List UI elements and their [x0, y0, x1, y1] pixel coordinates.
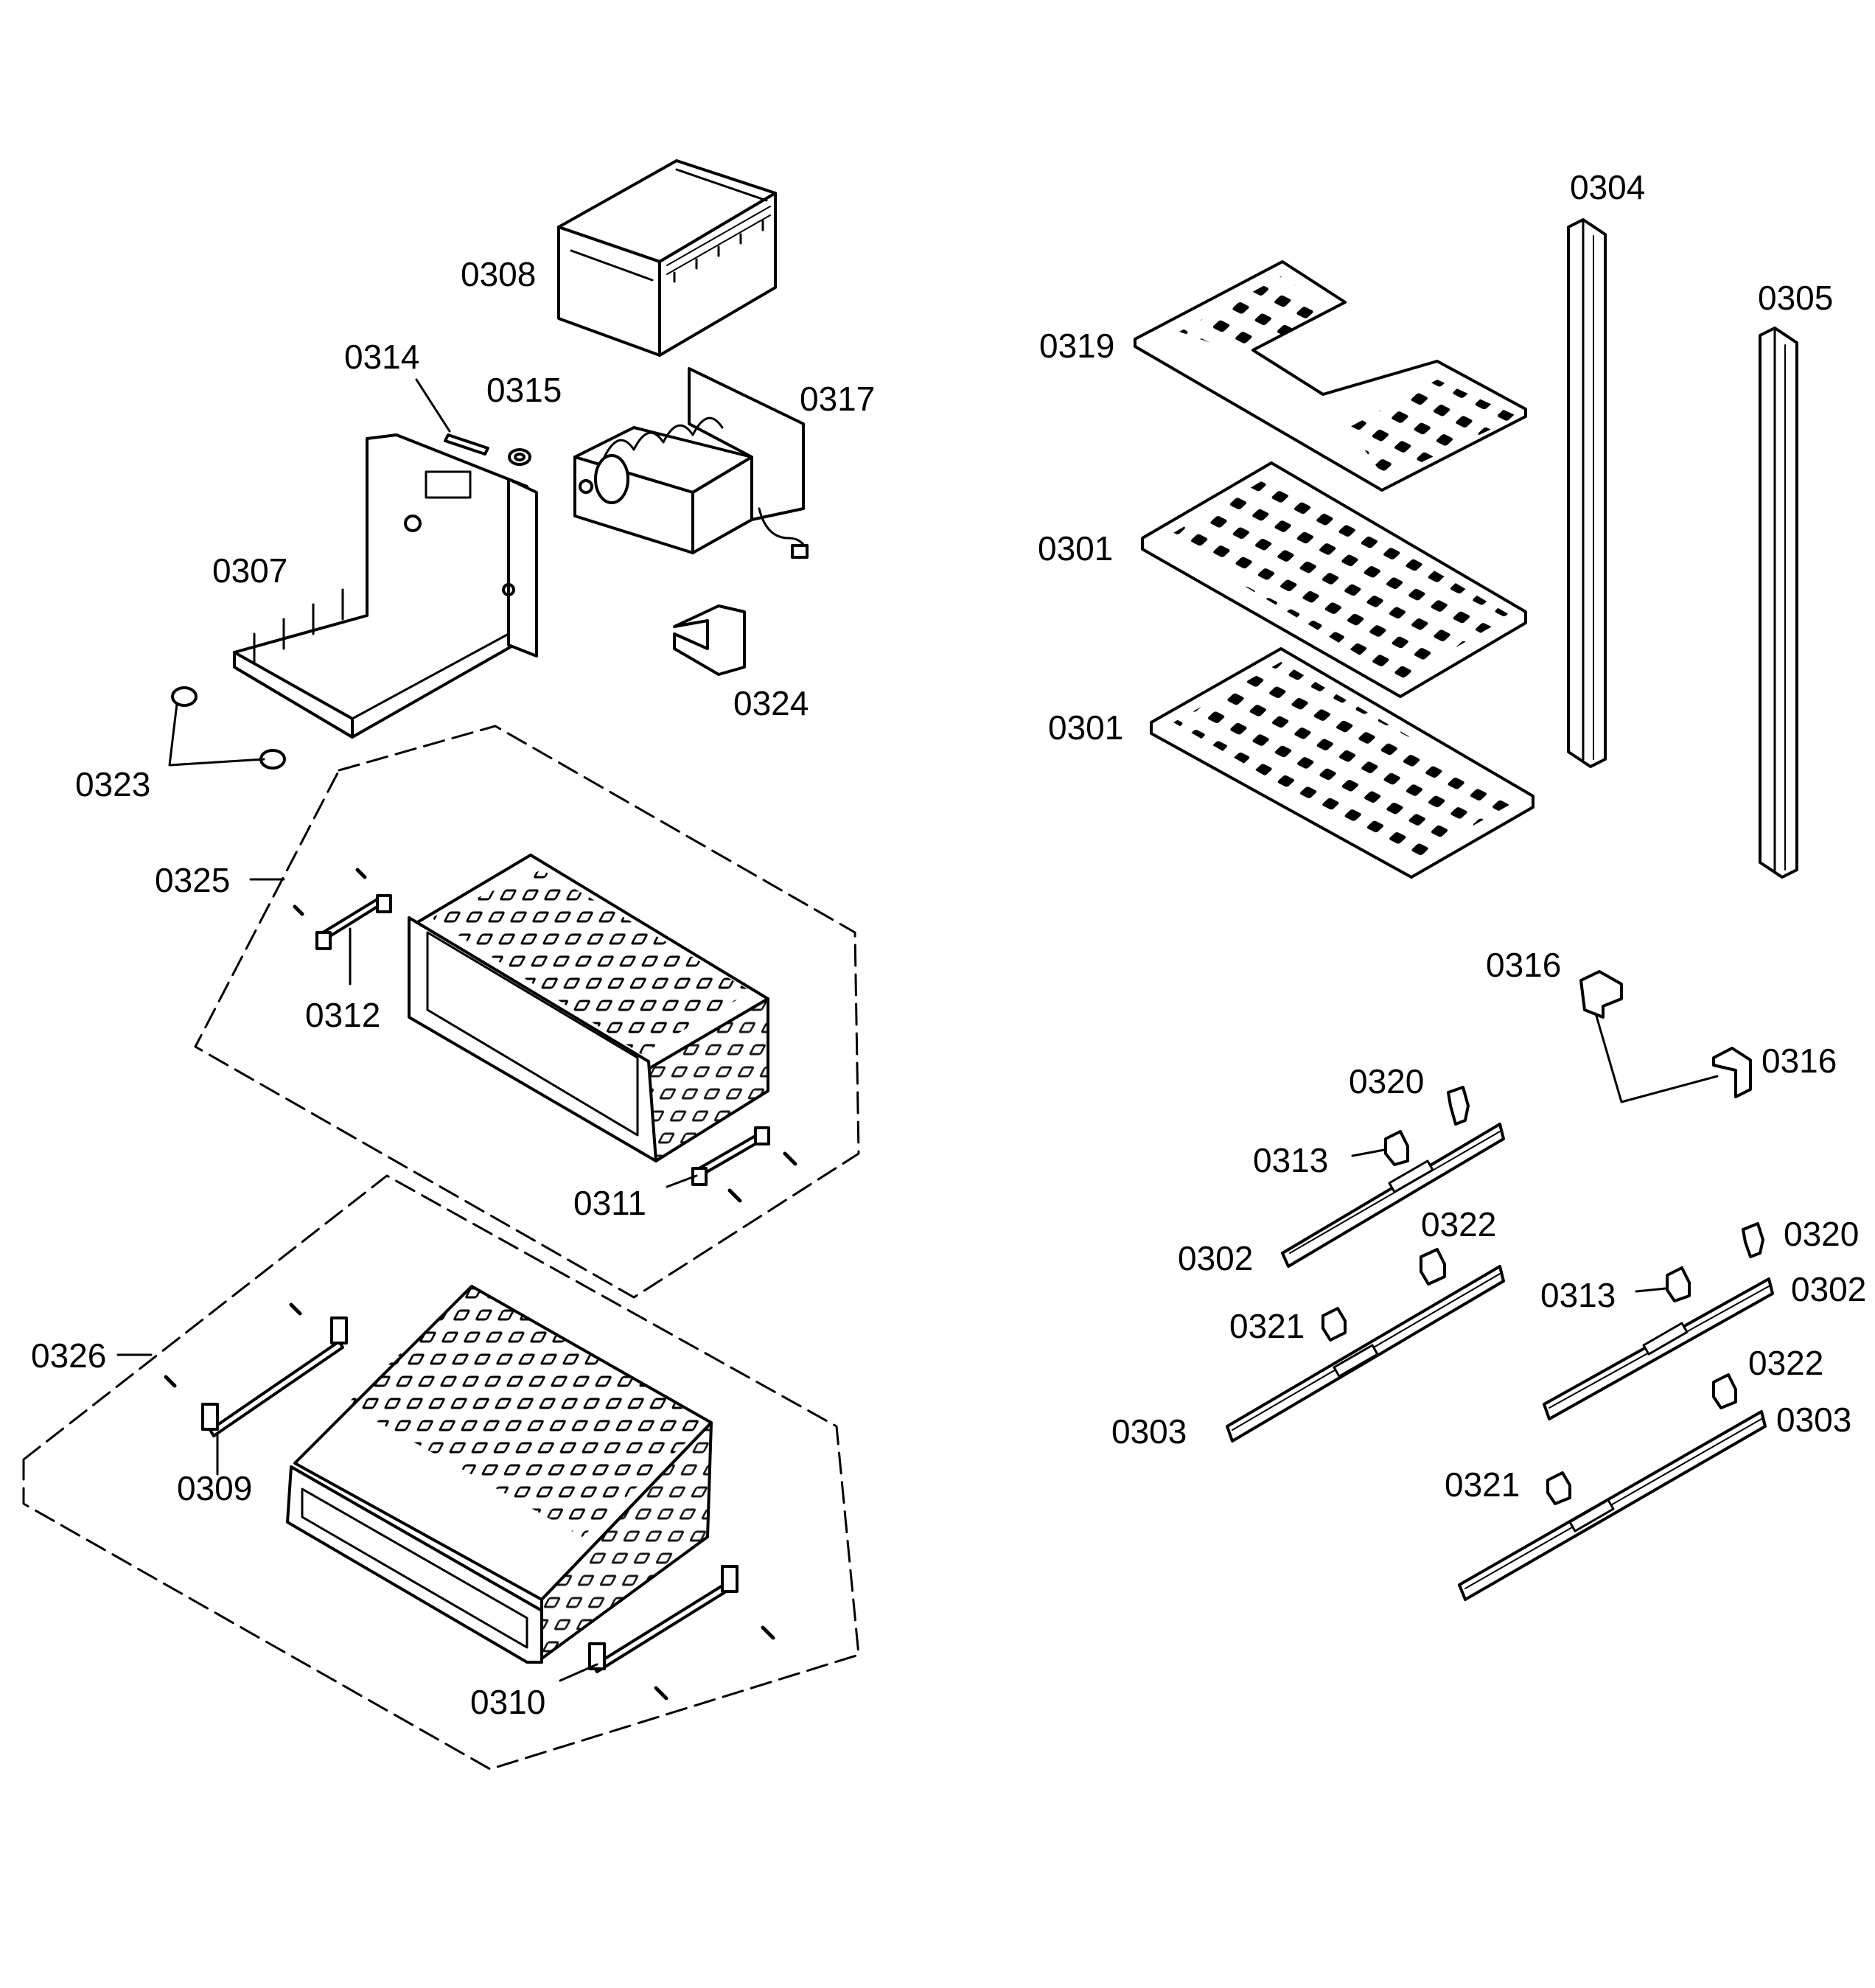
- clip-0321-b: [1546, 1471, 1571, 1505]
- label-0310: 0310: [470, 1683, 545, 1721]
- basket-0326: [286, 1285, 713, 1664]
- label-0323: 0323: [75, 765, 150, 803]
- label-0307: 0307: [212, 551, 287, 590]
- shelf-support-0305: [1759, 327, 1798, 879]
- ice-maker-housing-0307: [233, 433, 538, 739]
- grommet-0315: [508, 448, 531, 466]
- slide-rail-0303-a: [1226, 1265, 1505, 1443]
- label-0320-b: 0320: [1784, 1215, 1859, 1253]
- bracket-0324: [673, 604, 746, 676]
- label-0326: 0326: [31, 1336, 106, 1375]
- label-0301-a: 0301: [1038, 529, 1113, 568]
- shelf-0301-upper: [1141, 461, 1527, 698]
- basket-rail-0310: [588, 1565, 775, 1701]
- leader-0313-a: [1351, 1148, 1386, 1157]
- label-0322-a: 0322: [1421, 1205, 1496, 1244]
- label-0319: 0319: [1039, 327, 1114, 365]
- strip-0314: [444, 433, 489, 456]
- label-0304: 0304: [1570, 168, 1645, 206]
- basket-assembly-outline-0326: [22, 1174, 860, 1771]
- drawer-0325: [408, 854, 769, 1162]
- label-0324: 0324: [733, 684, 809, 722]
- leader-0314: [415, 378, 451, 433]
- ice-maker-0317: [573, 367, 809, 559]
- label-0301-b: 0301: [1048, 708, 1123, 747]
- label-0305: 0305: [1758, 279, 1833, 317]
- clip-0321-a: [1321, 1307, 1347, 1342]
- drawer-assembly-outline-0325: [194, 725, 860, 1299]
- leader-0316: [1594, 1012, 1719, 1103]
- slide-rail-0303-b: [1458, 1410, 1767, 1601]
- label-0316-a: 0316: [1486, 946, 1561, 984]
- label-0321-a: 0321: [1229, 1307, 1305, 1345]
- drawer-rail-0312: [293, 868, 392, 950]
- clip-0313-b: [1666, 1266, 1691, 1302]
- label-0308: 0308: [461, 255, 536, 293]
- label-0309: 0309: [177, 1469, 252, 1507]
- clip-0322-a: [1420, 1248, 1446, 1286]
- shelf-0301-lower: [1150, 647, 1534, 879]
- plug-0323: [171, 686, 286, 770]
- clip-0313-a: [1384, 1130, 1409, 1166]
- drawer-rail-0311: [691, 1126, 797, 1203]
- label-0320-a: 0320: [1349, 1062, 1424, 1101]
- shelf-cutout-0319: [1134, 260, 1527, 492]
- leader-0310: [559, 1663, 598, 1682]
- label-0314: 0314: [344, 338, 419, 376]
- label-0315: 0315: [486, 371, 562, 409]
- label-0302-b: 0302: [1791, 1270, 1866, 1308]
- leader-0311: [666, 1174, 698, 1188]
- ice-bin-0308: [557, 159, 777, 357]
- label-0317: 0317: [800, 380, 875, 418]
- label-0303-a: 0303: [1111, 1412, 1187, 1451]
- label-0312: 0312: [305, 996, 380, 1034]
- basket-rail-0309: [164, 1302, 348, 1437]
- clip-0316-b: [1712, 1047, 1752, 1098]
- clip-0320-a: [1447, 1086, 1470, 1126]
- slide-rail-0302-a: [1281, 1123, 1505, 1268]
- leader-0323: [168, 702, 265, 767]
- label-0313-a: 0313: [1253, 1141, 1328, 1179]
- label-0322-b: 0322: [1748, 1344, 1823, 1382]
- label-0325: 0325: [155, 861, 230, 899]
- label-0316-b: 0316: [1761, 1042, 1837, 1080]
- label-0321-b: 0321: [1445, 1465, 1520, 1504]
- label-0313-b: 0313: [1540, 1276, 1616, 1314]
- label-0302-a: 0302: [1178, 1239, 1253, 1277]
- clip-0316-a: [1579, 970, 1623, 1019]
- slide-rail-0302-b: [1543, 1277, 1774, 1420]
- shelf-support-0304: [1567, 218, 1607, 768]
- clip-0322-b: [1712, 1373, 1737, 1409]
- leader-0313-b: [1635, 1287, 1667, 1293]
- label-0311: 0311: [573, 1184, 646, 1222]
- label-0303-b: 0303: [1776, 1401, 1851, 1439]
- clip-0320-b: [1742, 1222, 1764, 1258]
